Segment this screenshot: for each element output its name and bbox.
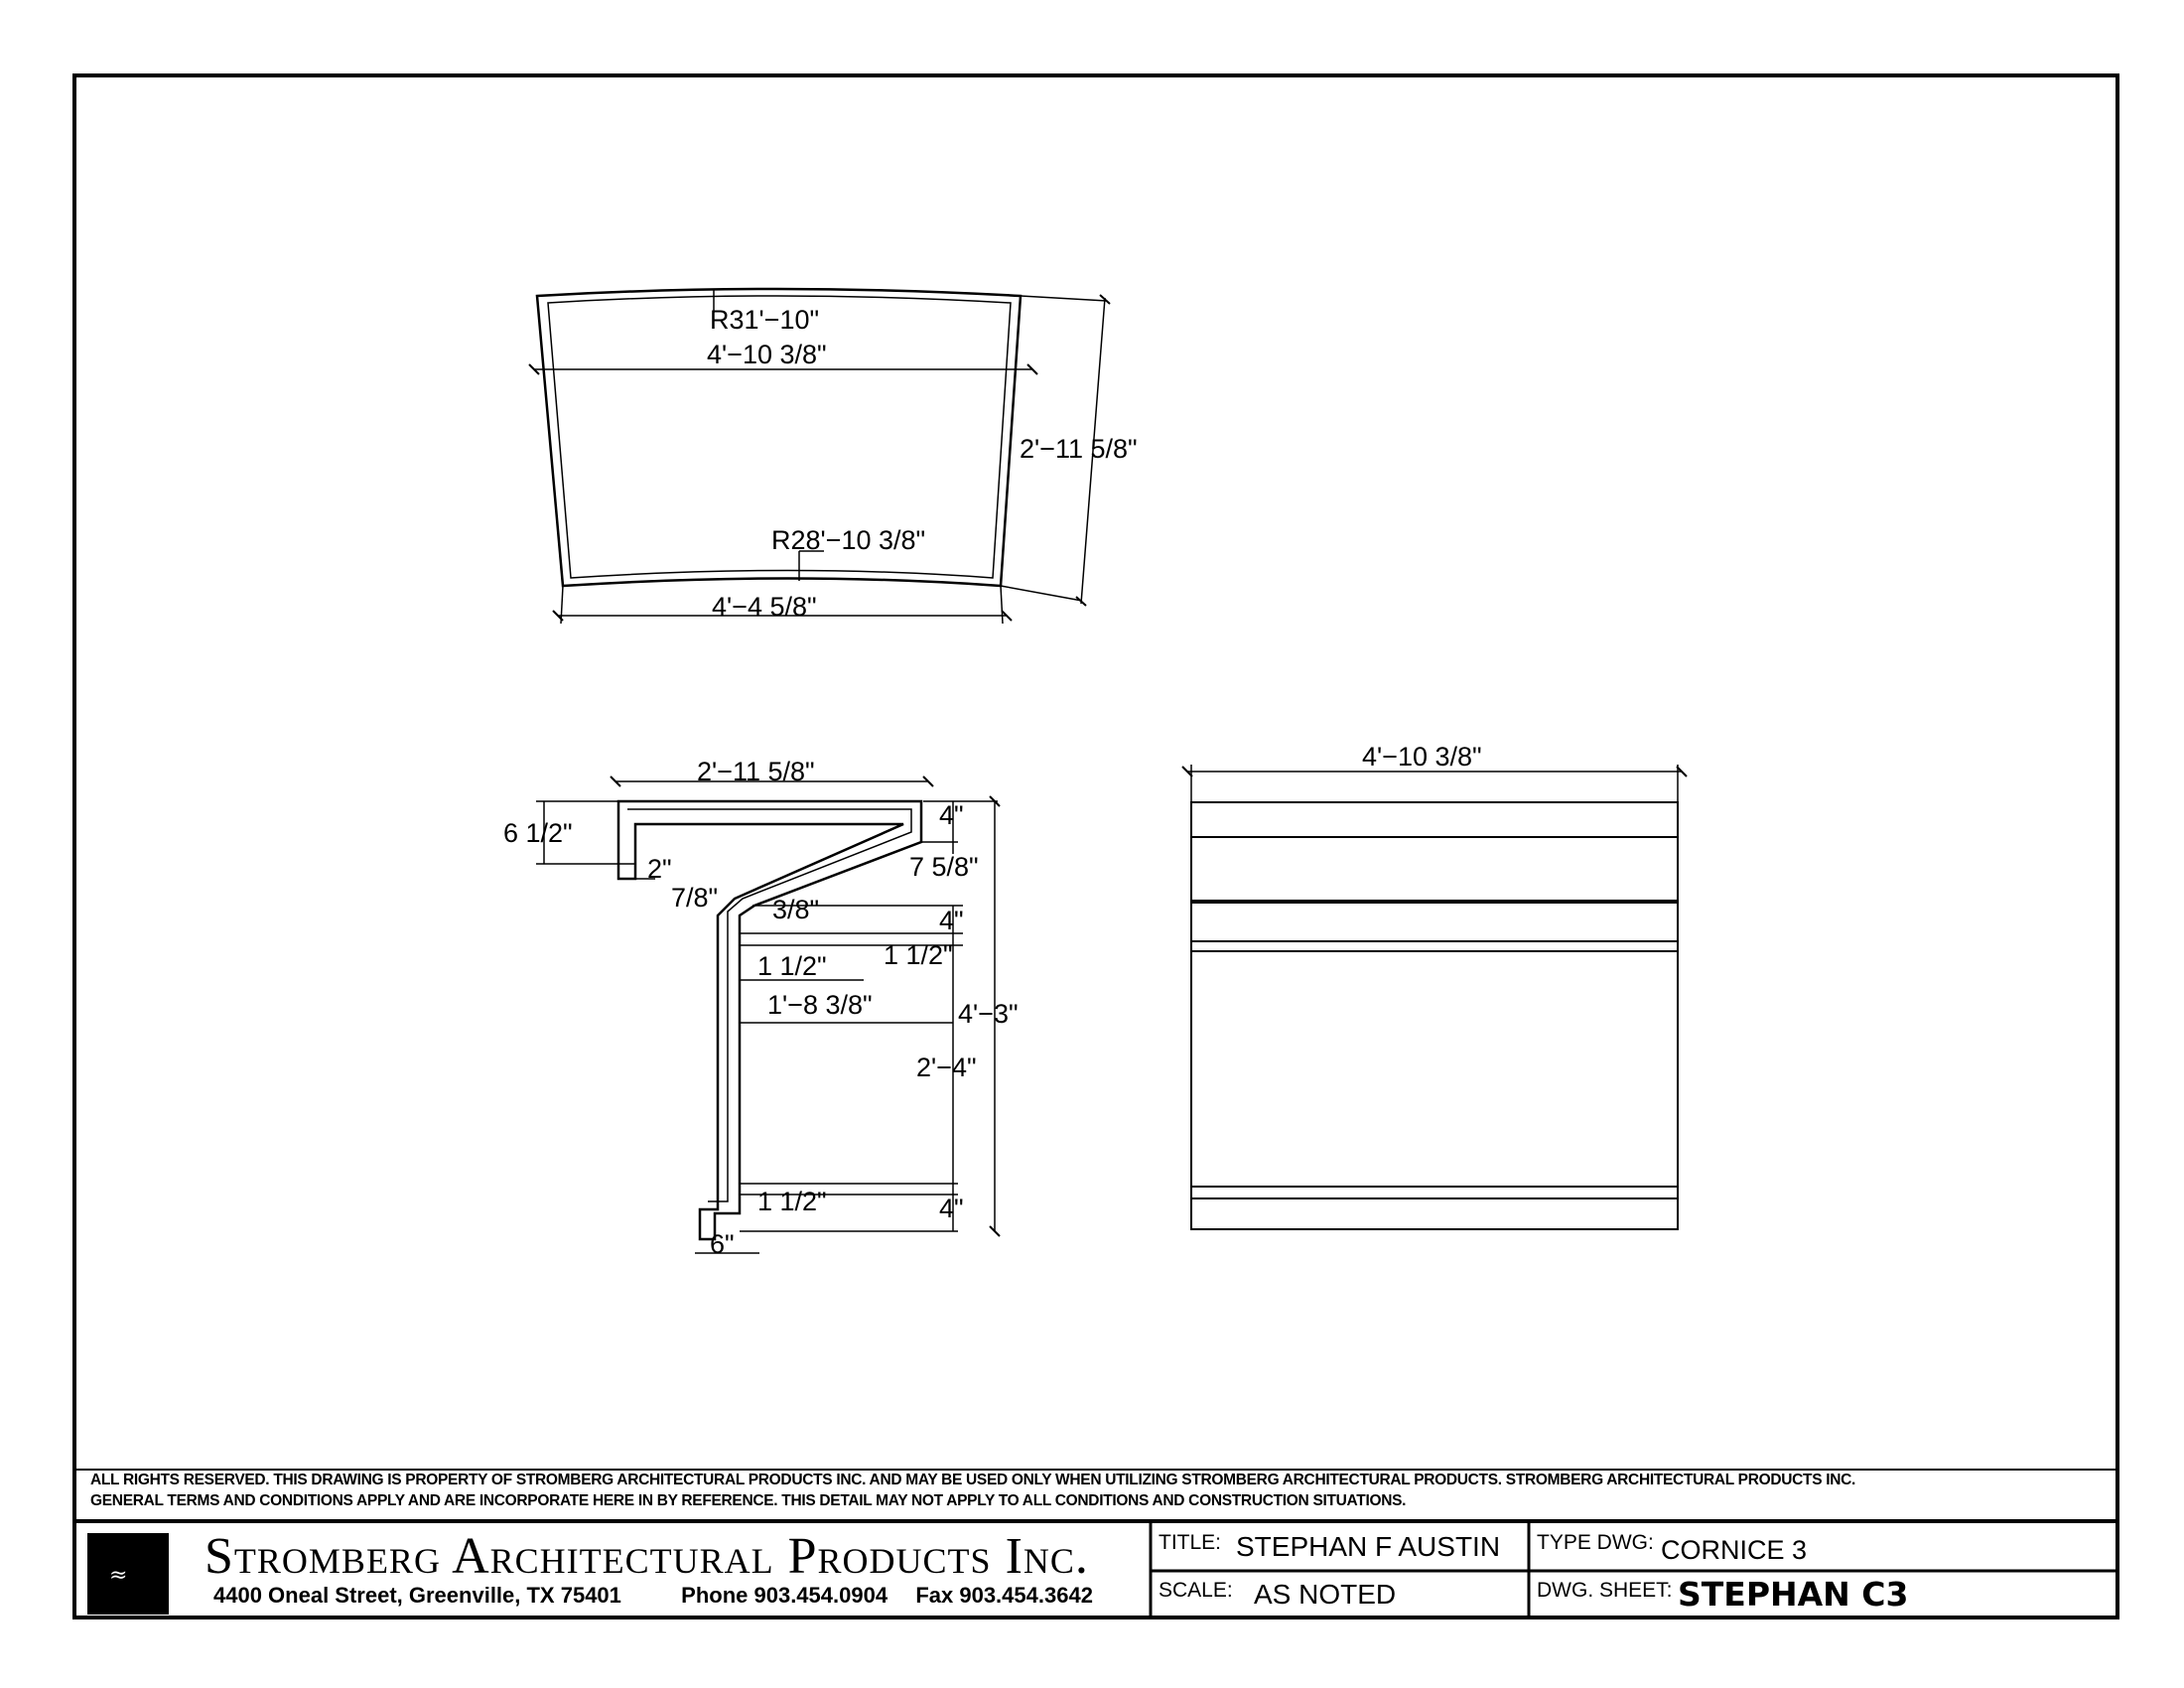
legal-notes-line-1: ALL RIGHTS RESERVED. THIS DRAWING IS PRO… xyxy=(90,1472,1856,1488)
bevel-label: 7/8" xyxy=(671,883,718,913)
foot-label: 6" xyxy=(710,1229,735,1259)
top-height-label: 6 1/2" xyxy=(503,818,573,848)
depth-label: 2'−11 5/8" xyxy=(1020,434,1138,464)
type-value: CORNICE 3 xyxy=(1661,1535,1808,1565)
bottom-4-label: 4" xyxy=(939,1194,964,1223)
logo-mark-icon: ≈ xyxy=(109,1563,128,1588)
right-7-5-8-label: 7 5/8" xyxy=(909,852,979,882)
legal-notes-line-2: GENERAL TERMS AND CONDITIONS APPLY AND A… xyxy=(90,1492,1407,1509)
company-fax: Fax 903.454.3642 xyxy=(915,1583,1093,1608)
top-right-4-label: 4" xyxy=(939,800,964,830)
type-label: TYPE DWG: xyxy=(1537,1531,1654,1554)
three-eighths-label: 3/8" xyxy=(772,895,819,924)
company-logo: ≈ xyxy=(87,1533,169,1615)
overall-height-label: 4'−3" xyxy=(958,999,1019,1029)
title-block-grid xyxy=(74,1469,2117,1618)
plan-view: R31'−10" 4'−10 3/8" 2'−11 5/8" R28'−10 3… xyxy=(528,287,1138,625)
top-width-label: 2'−11 5/8" xyxy=(697,757,815,786)
legal-notes: ALL RIGHTS RESERVED. THIS DRAWING IS PRO… xyxy=(90,1470,1855,1511)
body-height-label: 2'−4" xyxy=(916,1053,977,1082)
company-address: 4400 Oneal Street, Greenville, TX 75401 xyxy=(213,1583,621,1608)
elevation-width-label: 4'−10 3/8" xyxy=(1362,742,1482,772)
title-label: TITLE: xyxy=(1159,1531,1222,1554)
outer-radius-label: R31'−10" xyxy=(710,305,819,335)
elevation-view: 4'−10 3/8" xyxy=(1181,742,1688,1230)
company-contact: 4400 Oneal Street, Greenville, TX 75401 … xyxy=(213,1583,1093,1609)
inner-radius-label: R28'−10 3/8" xyxy=(771,525,925,555)
lip-label: 2" xyxy=(647,854,672,884)
one-half-left-label: 1 1/2" xyxy=(757,951,827,981)
section-view: 2'−11 5/8" 6 1/2" 2" 4" 7 5/8" 7/8" 3/8"… xyxy=(503,757,1019,1259)
title-value: STEPHAN F AUSTIN xyxy=(1236,1531,1501,1562)
bottom-1-1-2-label: 1 1/2" xyxy=(757,1187,827,1216)
sheet-value: STEPHAN C3 xyxy=(1678,1575,1909,1614)
width-1-8-3-8-label: 1'−8 3/8" xyxy=(767,990,873,1020)
company-name: Stromberg Architectural Products Inc. xyxy=(205,1528,1089,1585)
title-block: ALL RIGHTS RESERVED. THIS DRAWING IS PRO… xyxy=(72,1466,2118,1618)
bottom-chord-label: 4'−4 5/8" xyxy=(712,592,817,622)
one-half-right-label: 1 1/2" xyxy=(884,940,953,970)
company-phone: Phone 903.454.0904 xyxy=(681,1583,888,1608)
mid-4-label: 4" xyxy=(939,906,964,935)
sheet-label: DWG. SHEET: xyxy=(1537,1579,1673,1602)
sheet-border xyxy=(72,73,2119,1619)
top-chord-label: 4'−10 3/8" xyxy=(707,340,827,369)
scale-label: SCALE: xyxy=(1159,1579,1233,1602)
scale-value: AS NOTED xyxy=(1254,1579,1397,1610)
